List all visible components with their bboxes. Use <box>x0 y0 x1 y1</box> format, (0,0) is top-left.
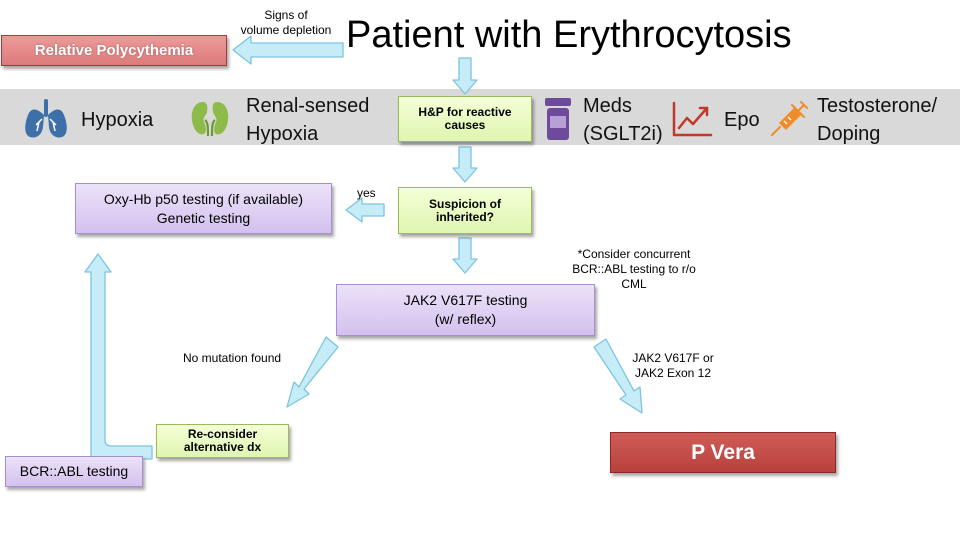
relative-polycythemia-box: Relative Polycythemia <box>1 35 227 66</box>
testosterone-line1: Testosterone/ <box>817 95 938 117</box>
rising-chart-icon <box>672 101 713 137</box>
arrow-to-relative-polycythemia <box>232 35 344 65</box>
jak2-testing-box: JAK2 V617F testing (w/ reflex) <box>336 284 595 336</box>
testosterone-label: Testosterone/ Doping <box>817 92 937 148</box>
p-vera-box: P Vera <box>610 432 836 473</box>
volume-depletion-note: Signs of volume depletion <box>240 8 332 37</box>
hypoxia-label: Hypoxia <box>81 109 154 131</box>
oxyhb-line2: Genetic testing <box>156 209 251 226</box>
arrow-mutation-to-pvera <box>593 338 643 414</box>
oxyhb-genetic-testing-box: Oxy-Hb p50 testing (if available) Geneti… <box>75 183 332 234</box>
reconsider-label: Re-consider alternative dx <box>183 427 262 454</box>
arrow-yes-to-oxyhb <box>345 197 385 223</box>
arrow-hp-to-suspicion <box>452 146 478 183</box>
epo-label: Epo <box>724 109 760 131</box>
arrow-bcr-abl-to-genetic <box>84 253 153 460</box>
syringe-icon <box>771 101 808 136</box>
testosterone-line2: Doping <box>817 123 881 145</box>
arrow-suspicion-to-jak2 <box>452 237 478 274</box>
oxyhb-line1: Oxy-Hb p50 testing (if available) <box>103 190 304 207</box>
renal-hypoxia-line1: Renal-sensed <box>246 95 370 117</box>
meds-line1: Meds <box>583 95 632 117</box>
jak2-line2: (w/ reflex) <box>434 311 497 327</box>
jak2-mutation-label: JAK2 V617F or JAK2 Exon 12 <box>632 351 714 380</box>
no-mutation-label: No mutation found <box>183 351 282 365</box>
jak2-line1: JAK2 V617F testing <box>403 292 528 308</box>
consider-bcr-abl-note: *Consider concurrent BCR::ABL testing to… <box>572 247 696 291</box>
p-vera-label: P Vera <box>691 440 755 464</box>
arrow-title-to-hp <box>452 57 478 95</box>
reconsider-alternative-dx-box: Re-consider alternative dx <box>156 424 289 458</box>
kidney-icon <box>191 102 229 137</box>
renal-hypoxia-line2: Hypoxia <box>246 123 319 145</box>
hp-reactive-causes-box: H&P for reactive causes <box>398 96 532 142</box>
bcr-abl-testing-box: BCR::ABL testing <box>5 456 143 487</box>
lungs-icon <box>25 99 67 138</box>
suspicion-inherited-label: Suspicion of inherited? <box>429 196 501 224</box>
arrow-no-mutation <box>286 336 339 408</box>
renal-hypoxia-label: Renal-sensed Hypoxia <box>246 92 369 148</box>
suspicion-inherited-box: Suspicion of inherited? <box>398 187 532 234</box>
yes-label: yes <box>357 186 376 200</box>
hp-reactive-causes-label: H&P for reactive causes <box>418 105 512 132</box>
relative-polycythemia-label: Relative Polycythemia <box>34 42 194 59</box>
meds-label: Meds (SGLT2i) <box>583 92 663 148</box>
page-title: Patient with Erythrocytosis <box>346 14 792 56</box>
meds-line2: (SGLT2i) <box>583 123 663 145</box>
pill-bottle-icon <box>545 98 571 140</box>
bcr-abl-label: BCR::ABL testing <box>19 463 129 479</box>
